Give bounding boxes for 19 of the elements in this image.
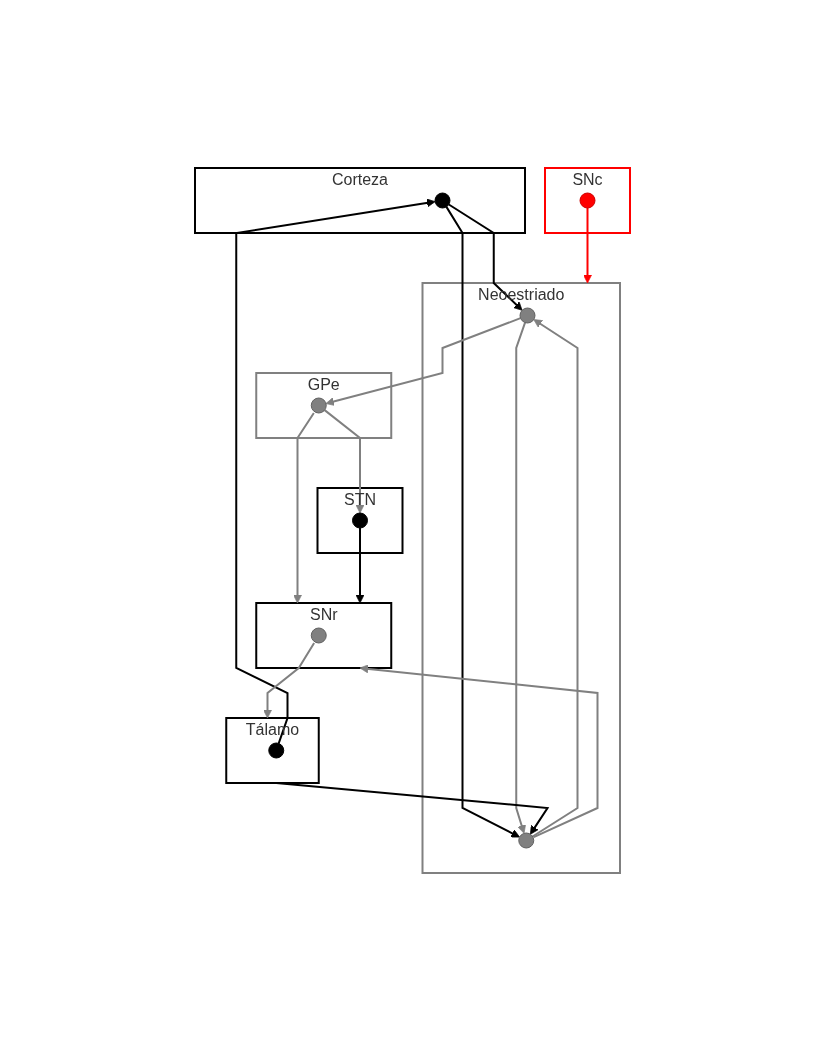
node-circle (310, 627, 327, 644)
arrow (323, 409, 365, 514)
arrow (531, 319, 579, 838)
node-circle (434, 192, 451, 209)
arrow (359, 664, 599, 839)
arrow (445, 205, 520, 838)
arrow (263, 642, 316, 719)
node-circle (352, 512, 368, 529)
arrow (325, 317, 522, 406)
node-circle (518, 832, 535, 849)
node-circle (579, 192, 596, 209)
node-circle (519, 307, 536, 324)
arrow (275, 782, 550, 835)
arrow (583, 207, 592, 284)
node-circle (268, 742, 285, 759)
arrow (515, 321, 527, 834)
arrow (355, 527, 365, 604)
node-circle (310, 397, 327, 414)
arrow (293, 412, 315, 604)
